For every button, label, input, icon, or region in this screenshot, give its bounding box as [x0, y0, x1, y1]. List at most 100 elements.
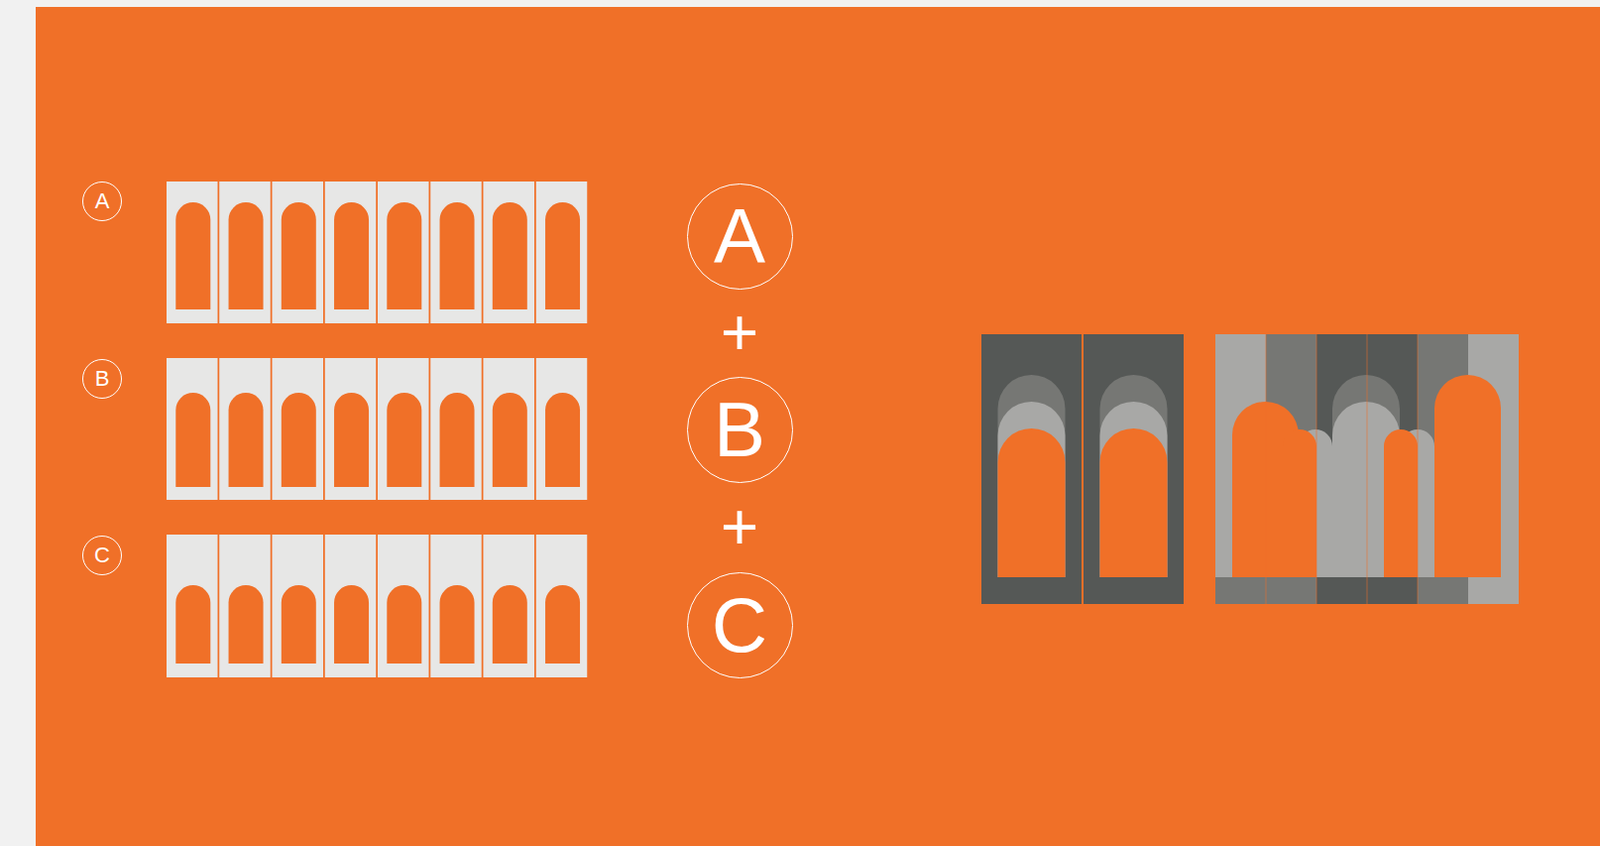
arch-panel [483, 534, 536, 678]
panel-rect [272, 534, 325, 678]
arch-window [386, 202, 422, 310]
panel-rect [377, 357, 430, 500]
arch-window [334, 202, 369, 310]
arch-panel [483, 181, 536, 324]
arch-window [492, 202, 528, 310]
layer-circle: B [686, 376, 794, 483]
circle-letter: A [95, 190, 111, 213]
circle-letter: B [713, 390, 766, 468]
arch-window [492, 392, 528, 487]
arch-window [175, 392, 211, 487]
arch-window [440, 392, 475, 487]
arch-window [492, 584, 528, 664]
arch-panel [377, 181, 430, 324]
panel-rect [219, 181, 271, 324]
stacked-arch [998, 374, 1066, 577]
overlay-base [1367, 576, 1418, 604]
column-divider [1367, 334, 1369, 604]
dark-panel [981, 334, 1082, 604]
panel-rect [483, 181, 536, 324]
arch-panel [219, 357, 271, 500]
arch-panel [219, 534, 271, 678]
overlay-arch [1282, 429, 1317, 577]
overlay-arch [1383, 429, 1418, 577]
arch-panel [430, 181, 482, 324]
overlay-base [1468, 576, 1519, 604]
background [35, 6, 1600, 846]
panel-rect [430, 357, 482, 500]
panel-rect [272, 357, 325, 500]
arch-window [545, 392, 580, 487]
arch-window [228, 584, 264, 664]
panel-rect [166, 181, 219, 324]
column-divider [1316, 334, 1318, 604]
arch-panel [272, 181, 325, 324]
panel-rect [272, 181, 325, 324]
panel-rect [430, 534, 482, 678]
arch-window [545, 202, 580, 310]
arch-panel [483, 357, 536, 500]
panel-rect [325, 357, 377, 500]
layer-circle: A [686, 183, 794, 290]
plus-sign: + [720, 493, 760, 560]
arch-panel [430, 534, 482, 678]
overlay-base [1316, 576, 1368, 604]
arch-window [386, 392, 422, 487]
overlay-arch [1434, 374, 1501, 577]
arch-window [334, 392, 369, 487]
arch-panel [325, 357, 377, 500]
stacked-arch [998, 401, 1066, 577]
overlay-base [1265, 576, 1317, 604]
panel-rect [483, 534, 536, 678]
panel-rect [325, 181, 377, 324]
arch-window [228, 392, 264, 487]
panel-rect [536, 357, 588, 500]
arch-window [281, 202, 317, 310]
arch-panel [272, 357, 325, 500]
row-marker: A [82, 181, 122, 222]
panel-rect [536, 534, 588, 678]
arch-panel [377, 357, 430, 500]
panel-rect [219, 357, 271, 500]
arch-panel [219, 181, 271, 324]
arch-window [440, 202, 475, 310]
arch-panel [325, 181, 377, 324]
arch-window [440, 584, 475, 664]
stacked-arch [1100, 428, 1168, 577]
panel-rect [166, 357, 219, 500]
panel-rect [166, 534, 219, 678]
arch-window [228, 202, 264, 310]
arch-panel [536, 534, 588, 678]
arch-panel [166, 534, 219, 678]
circle-letter: A [713, 197, 766, 275]
arch-window [386, 584, 422, 664]
circle-letter: C [711, 585, 768, 664]
panel-rect [483, 357, 536, 500]
panel-rect [325, 534, 377, 678]
arch-window [281, 392, 317, 487]
arch-window [175, 584, 211, 664]
column-divider [1265, 334, 1267, 604]
overlay-base [1417, 576, 1469, 604]
panel-rect [430, 181, 482, 324]
stacked-arch [1100, 374, 1168, 577]
panel-rect [536, 181, 588, 324]
arch-panel [536, 181, 588, 324]
arch-panel [272, 534, 325, 678]
arch-window [334, 584, 369, 664]
arch-panel [430, 357, 482, 500]
stacked-arch [1100, 401, 1168, 577]
arch-window [281, 584, 317, 664]
row-marker: B [82, 358, 122, 399]
arch-panel [325, 534, 377, 678]
panel-rect [377, 181, 430, 324]
column-divider [1417, 334, 1419, 604]
stacked-arch [998, 428, 1066, 577]
row-marker: C [82, 535, 122, 575]
panel-rect [219, 534, 271, 678]
arch-panel [377, 534, 430, 678]
panel-rect [377, 534, 430, 678]
